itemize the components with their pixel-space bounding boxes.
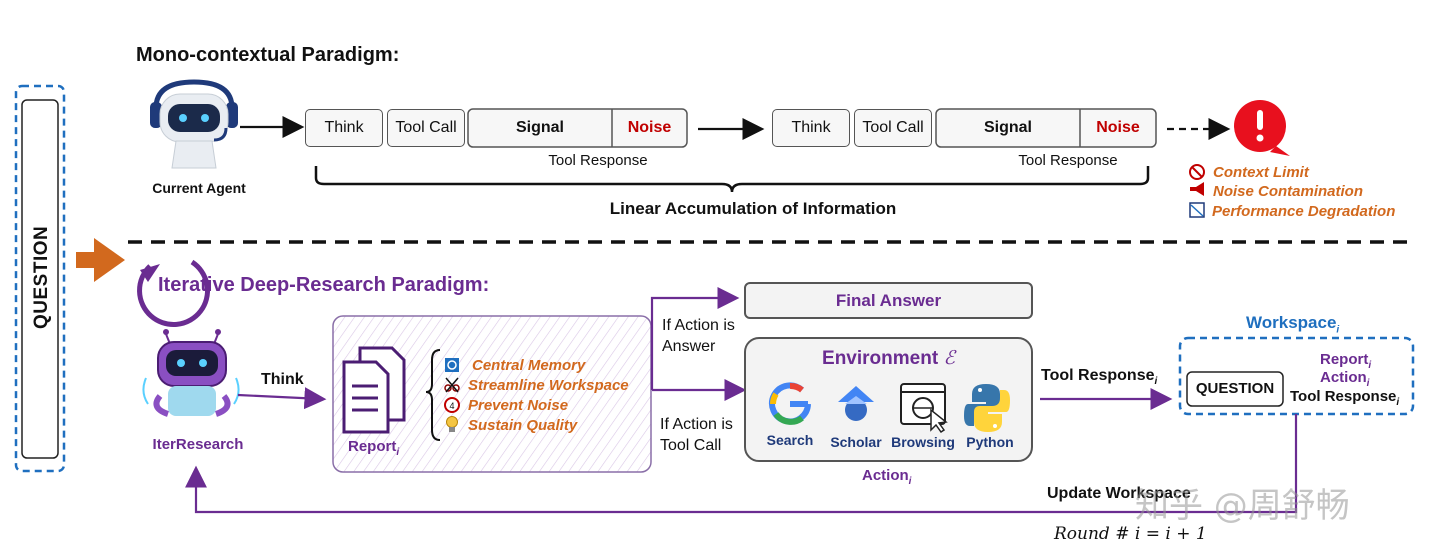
mono-title: Mono-contextual Paradigm: bbox=[136, 44, 400, 66]
final-answer-label: Final Answer bbox=[835, 291, 942, 310]
mono-signal-1: Signal bbox=[515, 119, 564, 136]
mono-tool-response-1: Tool Response bbox=[548, 152, 648, 169]
tool-browsing-label: Browsing bbox=[891, 434, 955, 450]
environment-symbol: ℰ bbox=[943, 347, 955, 369]
tool-response-label: Tool Responsei bbox=[1041, 367, 1157, 387]
problem-context-limit: Context Limit bbox=[1213, 164, 1309, 181]
if-answer-line-2: Answer bbox=[662, 338, 716, 355]
iterative-cycle-icon bbox=[137, 259, 211, 328]
ws-tool-response: Tool Responsei bbox=[1290, 388, 1399, 408]
browsing-icon bbox=[900, 383, 948, 434]
lightbulb-icon bbox=[446, 416, 458, 432]
google-scholar-icon bbox=[838, 386, 874, 421]
report-label: Reporti bbox=[348, 438, 399, 458]
action-label-text: Action bbox=[862, 467, 909, 484]
megaphone-icon bbox=[1190, 182, 1204, 196]
ws-action-text: Action bbox=[1320, 369, 1367, 386]
if-tool-line-2: Tool Call bbox=[660, 437, 722, 454]
central-memory-icon bbox=[445, 358, 459, 372]
tool-python-label: Python bbox=[966, 434, 1014, 450]
report-document-icon bbox=[342, 346, 406, 434]
environment-title: Environment ℰ bbox=[745, 347, 1032, 370]
ws-tool-response-text: Tool Response bbox=[1290, 388, 1397, 405]
report-item-central-memory: Central Memory bbox=[472, 357, 586, 374]
mono-think-box-1: Think bbox=[305, 109, 383, 147]
report-label-text: Report bbox=[348, 438, 397, 455]
warning-icon bbox=[1234, 100, 1290, 156]
environment-title-text: Environment bbox=[822, 348, 939, 369]
mono-signal-2: Signal bbox=[983, 119, 1032, 136]
iterresearch-label: IterResearch bbox=[152, 436, 244, 453]
scissors-icon bbox=[444, 377, 460, 393]
question-outer-dashed bbox=[14, 84, 66, 473]
ws-action: Actioni bbox=[1320, 369, 1369, 389]
accumulation-brace bbox=[314, 166, 1150, 193]
tool-scholar-label: Scholar bbox=[830, 434, 882, 450]
report-item-prevent-noise: Prevent Noise bbox=[468, 397, 569, 414]
ws-report-text: Report bbox=[1320, 351, 1369, 368]
round-label: Round # 𝑖 = 𝑖 + 1 bbox=[1054, 524, 1207, 544]
ws-action-sub: i bbox=[1366, 378, 1370, 389]
degradation-chart-icon bbox=[1189, 202, 1205, 218]
report-label-sub: i bbox=[396, 447, 400, 458]
mono-toolcall-box-1: Tool Call bbox=[387, 109, 465, 147]
report-box bbox=[332, 315, 652, 473]
prevent-noise-icon: 4 bbox=[444, 397, 460, 413]
problem-performance-degradation: Performance Degradation bbox=[1212, 203, 1396, 220]
action-label: Actioni bbox=[862, 467, 911, 487]
ws-report: Reporti bbox=[1320, 351, 1371, 371]
iter-title: Iterative Deep-Research Paradigm: bbox=[158, 274, 490, 296]
mono-noise-2: Noise bbox=[1096, 119, 1140, 136]
question-inner-box bbox=[21, 99, 59, 459]
tool-search-label: Search bbox=[766, 432, 814, 448]
iterresearch-robot-icon bbox=[142, 329, 240, 417]
svg-text:4: 4 bbox=[449, 401, 454, 411]
big-orange-arrow bbox=[76, 238, 125, 282]
no-entry-icon bbox=[1189, 164, 1205, 180]
workspace-title-text: Workspace bbox=[1246, 313, 1337, 332]
workspace-title-sub: i bbox=[1336, 324, 1340, 336]
mono-noise-1: Noise bbox=[627, 119, 672, 136]
if-answer-line-1: If Action is bbox=[662, 317, 735, 334]
tool-response-sub: i bbox=[1154, 376, 1158, 388]
ws-tool-response-sub: i bbox=[1396, 397, 1400, 408]
report-item-sustain-quality: Sustain Quality bbox=[468, 417, 578, 434]
action-label-sub: i bbox=[908, 476, 912, 487]
question-label: QUESTION bbox=[31, 225, 52, 329]
current-agent-robot-icon bbox=[150, 79, 238, 169]
if-tool-line-1: If Action is bbox=[660, 416, 733, 433]
current-agent-label: Current Agent bbox=[152, 180, 246, 196]
mono-toolcall-box-2: Tool Call bbox=[854, 109, 932, 147]
workspace-title: Workspacei bbox=[1246, 313, 1339, 335]
tool-response-text: Tool Response bbox=[1041, 367, 1155, 384]
ws-question: QUESTION bbox=[1195, 380, 1275, 397]
mono-tool-response-2: Tool Response bbox=[1018, 152, 1118, 169]
watermark: 知乎 @周舒畅 bbox=[1135, 486, 1350, 526]
ws-report-sub: i bbox=[1368, 360, 1372, 371]
accumulation-label: Linear Accumulation of Information bbox=[609, 199, 897, 218]
problem-noise-contamination: Noise Contamination bbox=[1213, 183, 1364, 200]
python-icon bbox=[964, 384, 1010, 432]
mono-think-box-2: Think bbox=[772, 109, 850, 147]
google-search-icon bbox=[769, 382, 811, 425]
update-workspace-label: Update Workspace bbox=[1047, 485, 1191, 502]
iter-think-label: Think bbox=[261, 371, 304, 388]
report-item-streamline-workspace: Streamline Workspace bbox=[468, 377, 629, 394]
